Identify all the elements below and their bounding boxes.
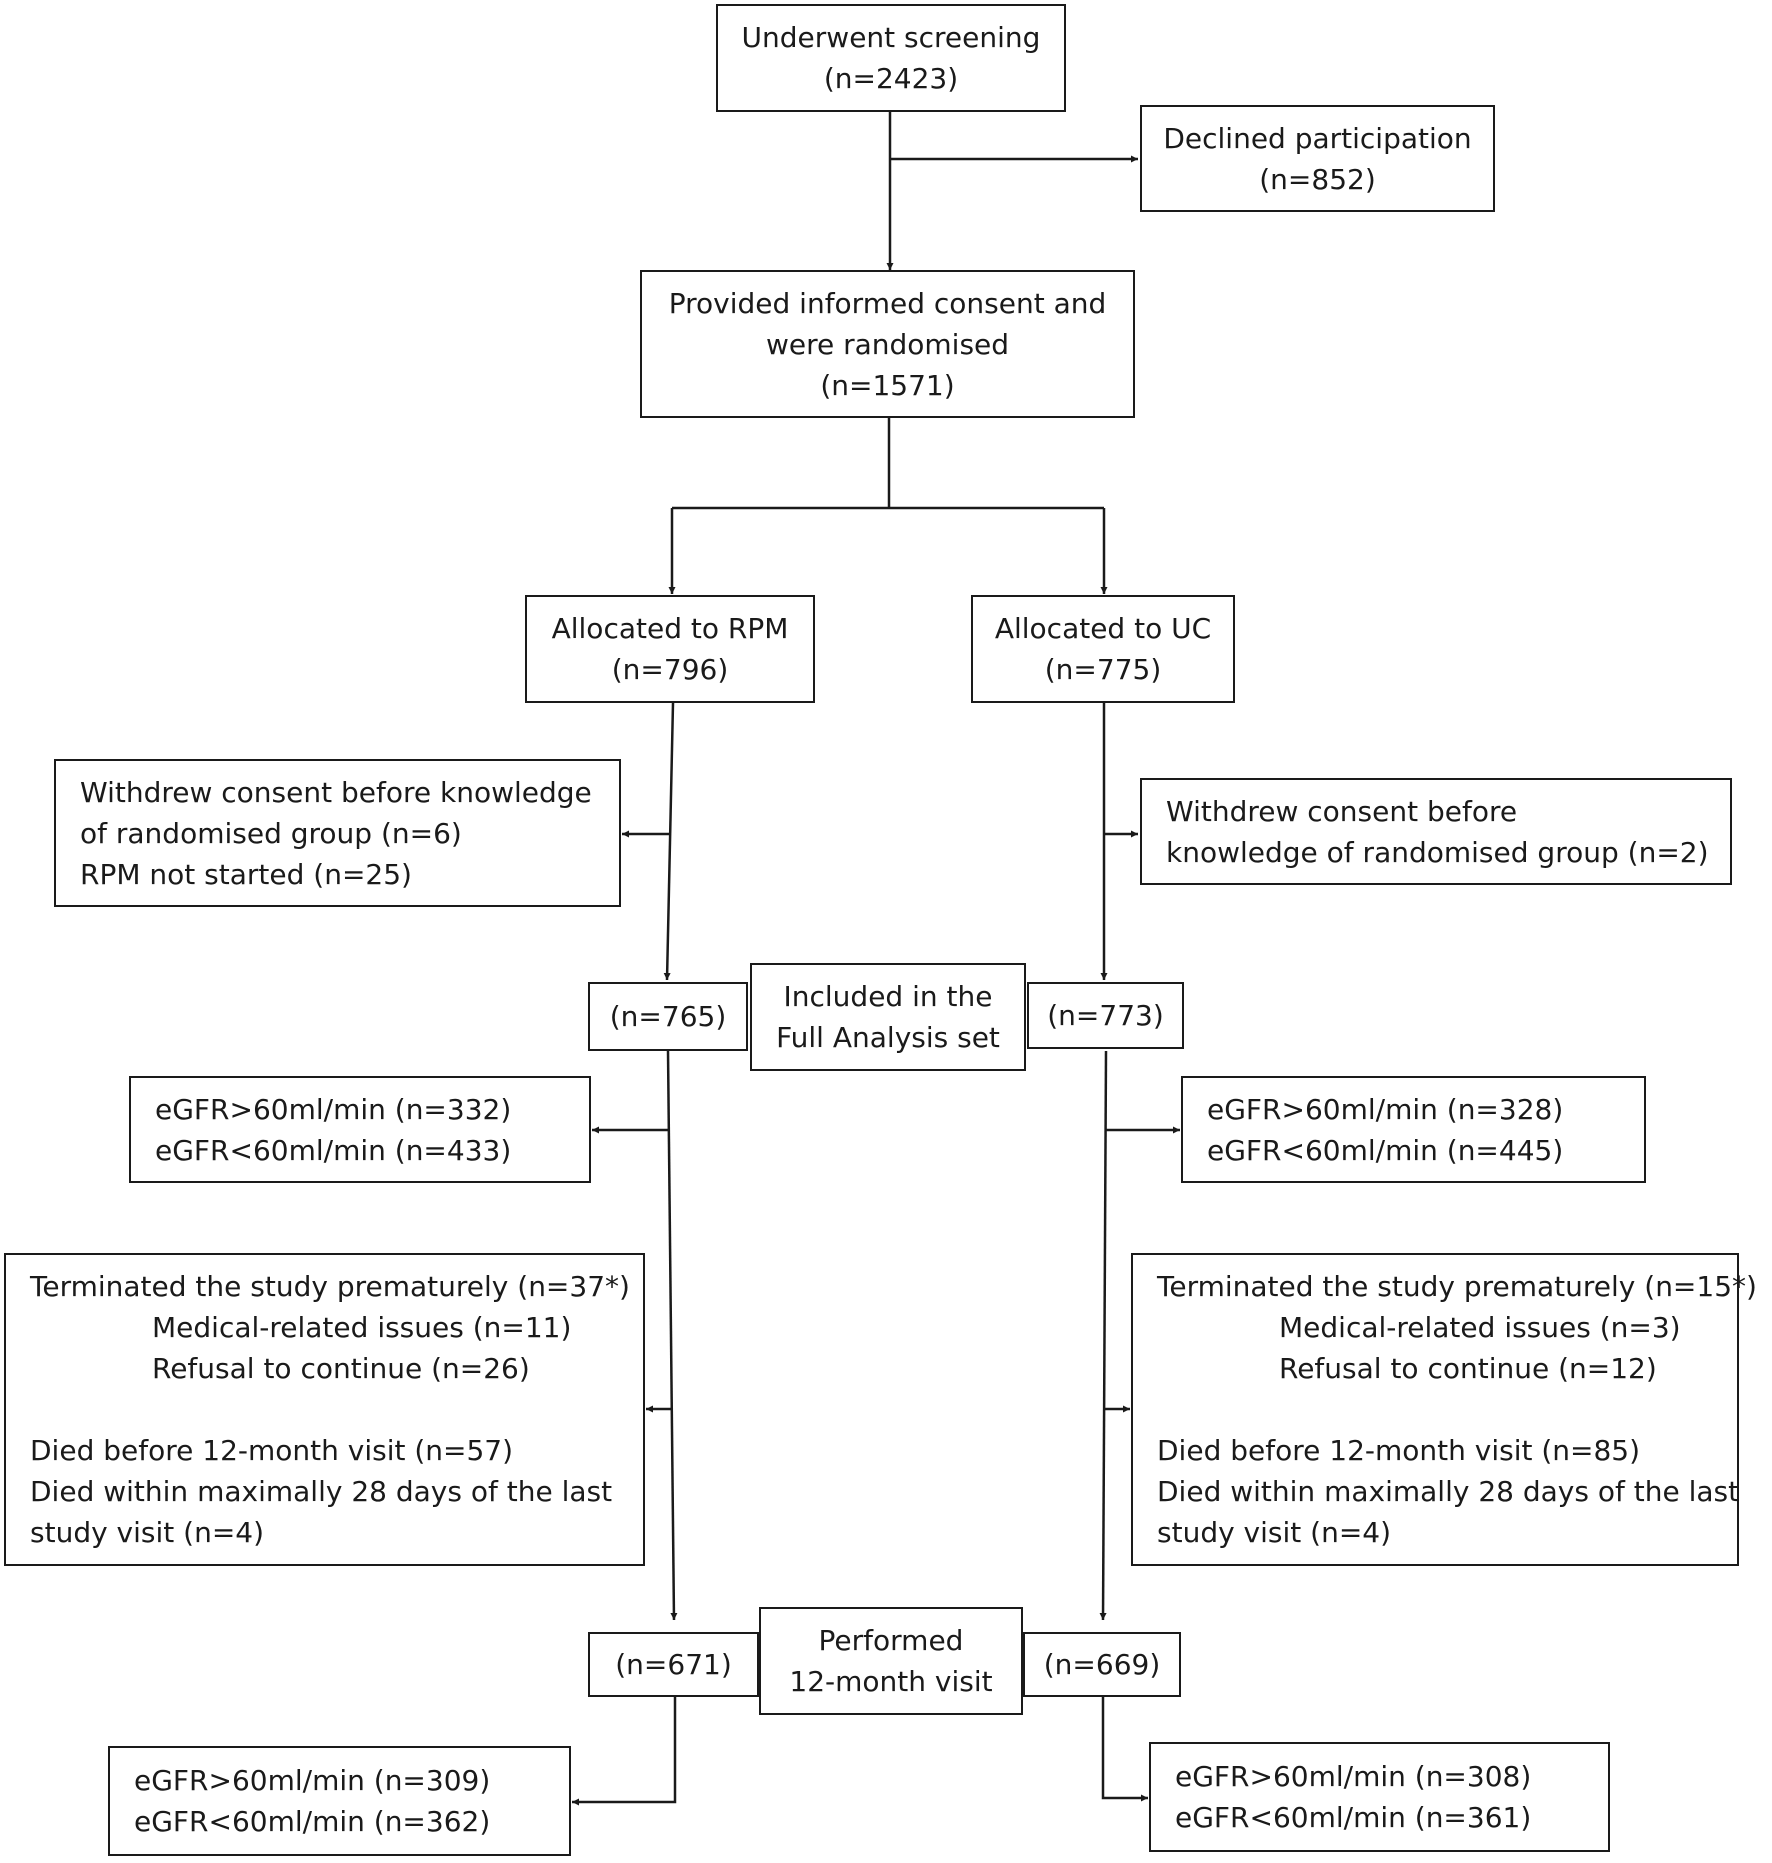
rpm-terminated-title: Terminated the study prematurely (n=37*)	[30, 1270, 630, 1303]
rpm-egfr-baseline-below: eGFR<60ml/min (n=433)	[155, 1133, 512, 1167]
uc-allocated-count: (n=775)	[1044, 653, 1162, 686]
uc-terminated-medical: Medical-related issues (n=3)	[1279, 1311, 1681, 1344]
arrow-uc-fas-to-visit	[1099, 1050, 1108, 1621]
declined-box: Declined participation (n=852)	[1140, 105, 1495, 212]
screening-box: Underwent screening (n=2423)	[716, 4, 1066, 112]
rpm-terminated-spacer	[30, 1389, 643, 1430]
uc-died-within-line-1: Died within maximally 28 days of the las…	[1157, 1475, 1740, 1508]
rpm-egfr-12m-below: eGFR<60ml/min (n=362)	[134, 1805, 491, 1838]
rpm-allocated-box: Allocated to RPM (n=796)	[525, 595, 815, 703]
uc-egfr-12m-box: eGFR>60ml/min (n=308) eGFR<60ml/min (n=3…	[1149, 1742, 1610, 1852]
rpm-withdrew-box: Withdrew consent before knowledge of ran…	[54, 759, 621, 907]
rpm-fas-count: (n=765)	[609, 1000, 727, 1033]
fas-label-line-1: Included in the	[783, 980, 993, 1013]
uc-egfr-baseline-below: eGFR<60ml/min (n=445)	[1207, 1133, 1564, 1167]
rpm-egfr-12m-box: eGFR>60ml/min (n=309) eGFR<60ml/min (n=3…	[108, 1746, 571, 1856]
declined-title: Declined participation	[1163, 121, 1472, 155]
rpm-withdrew-line-2: of randomised group (n=6)	[80, 816, 462, 850]
uc-egfr-baseline-box: eGFR>60ml/min (n=328) eGFR<60ml/min (n=4…	[1181, 1076, 1646, 1183]
uc-terminated-refusal: Refusal to continue (n=12)	[1279, 1352, 1657, 1385]
rpm-terminated-box: Terminated the study prematurely (n=37*)…	[4, 1253, 645, 1566]
rpm-terminated-medical: Medical-related issues (n=11)	[152, 1311, 572, 1344]
uc-terminated-box: Terminated the study prematurely (n=15*)…	[1131, 1253, 1757, 1566]
rpm-fas-count-box: (n=765)	[588, 982, 748, 1051]
consent-line-2: were randomised	[765, 327, 1010, 361]
arrow-uc-visit-to-egfr	[1101, 1697, 1148, 1802]
uc-egfr-12m-above: eGFR>60ml/min (n=308)	[1175, 1760, 1532, 1793]
visit-label-box: Performed 12-month visit	[759, 1607, 1023, 1715]
consent-box: Provided informed consent and were rando…	[640, 270, 1135, 418]
rpm-not-started: RPM not started (n=25)	[80, 857, 412, 891]
uc-allocated-title: Allocated to UC	[994, 612, 1212, 645]
rpm-egfr-12m-above: eGFR>60ml/min (n=309)	[134, 1764, 491, 1797]
uc-terminated-title: Terminated the study prematurely (n=15*)	[1157, 1270, 1757, 1303]
uc-died-within-line-2: study visit (n=4)	[1157, 1516, 1392, 1549]
rpm-visit-count-box: (n=671)	[588, 1632, 759, 1697]
visit-label-line-1: Performed	[818, 1624, 964, 1657]
uc-withdrew-line-1: Withdrew consent before	[1166, 794, 1518, 828]
fas-label-box: Included in the Full Analysis set	[750, 963, 1026, 1071]
rpm-died-within-line-1: Died within maximally 28 days of the las…	[30, 1475, 613, 1508]
arrow-rpm-visit-to-egfr	[572, 1697, 677, 1806]
rpm-visit-count: (n=671)	[615, 1648, 732, 1681]
uc-withdrew-box: Withdrew consent before knowledge of ran…	[1140, 778, 1732, 885]
uc-terminated-spacer	[1157, 1389, 1737, 1430]
rpm-allocated-title: Allocated to RPM	[551, 612, 789, 645]
screening-title: Underwent screening	[741, 21, 1041, 54]
rpm-egfr-baseline-box: eGFR>60ml/min (n=332) eGFR<60ml/min (n=4…	[129, 1076, 591, 1183]
arrow-rpm-to-fas	[663, 702, 675, 981]
uc-allocated-box: Allocated to UC (n=775)	[971, 595, 1235, 703]
screening-count: (n=2423)	[823, 62, 959, 95]
arrow-rpm-fas-to-visit	[666, 1050, 678, 1621]
uc-visit-count: (n=669)	[1043, 1648, 1161, 1681]
uc-died-before: Died before 12-month visit (n=85)	[1157, 1434, 1641, 1467]
rpm-terminated-refusal: Refusal to continue (n=26)	[152, 1352, 530, 1385]
uc-egfr-12m-below: eGFR<60ml/min (n=361)	[1175, 1801, 1532, 1834]
rpm-withdrew-line-1: Withdrew consent before knowledge	[80, 775, 592, 809]
uc-fas-count-box: (n=773)	[1027, 982, 1184, 1049]
rpm-died-within-line-2: study visit (n=4)	[30, 1516, 265, 1549]
rpm-egfr-baseline-above: eGFR>60ml/min (n=332)	[155, 1092, 512, 1126]
rpm-died-before: Died before 12-month visit (n=57)	[30, 1434, 514, 1467]
uc-withdrew-line-2: knowledge of randomised group (n=2)	[1166, 835, 1709, 869]
fas-label-line-2: Full Analysis set	[776, 1021, 1000, 1054]
uc-visit-count-box: (n=669)	[1023, 1632, 1181, 1697]
uc-fas-count: (n=773)	[1047, 999, 1164, 1032]
consent-count: (n=1571)	[820, 368, 955, 402]
consent-line-1: Provided informed consent and	[668, 286, 1107, 320]
declined-count: (n=852)	[1259, 162, 1376, 196]
visit-label-line-2: 12-month visit	[789, 1665, 993, 1698]
uc-egfr-baseline-above: eGFR>60ml/min (n=328)	[1207, 1092, 1564, 1126]
rpm-allocated-count: (n=796)	[611, 653, 729, 686]
